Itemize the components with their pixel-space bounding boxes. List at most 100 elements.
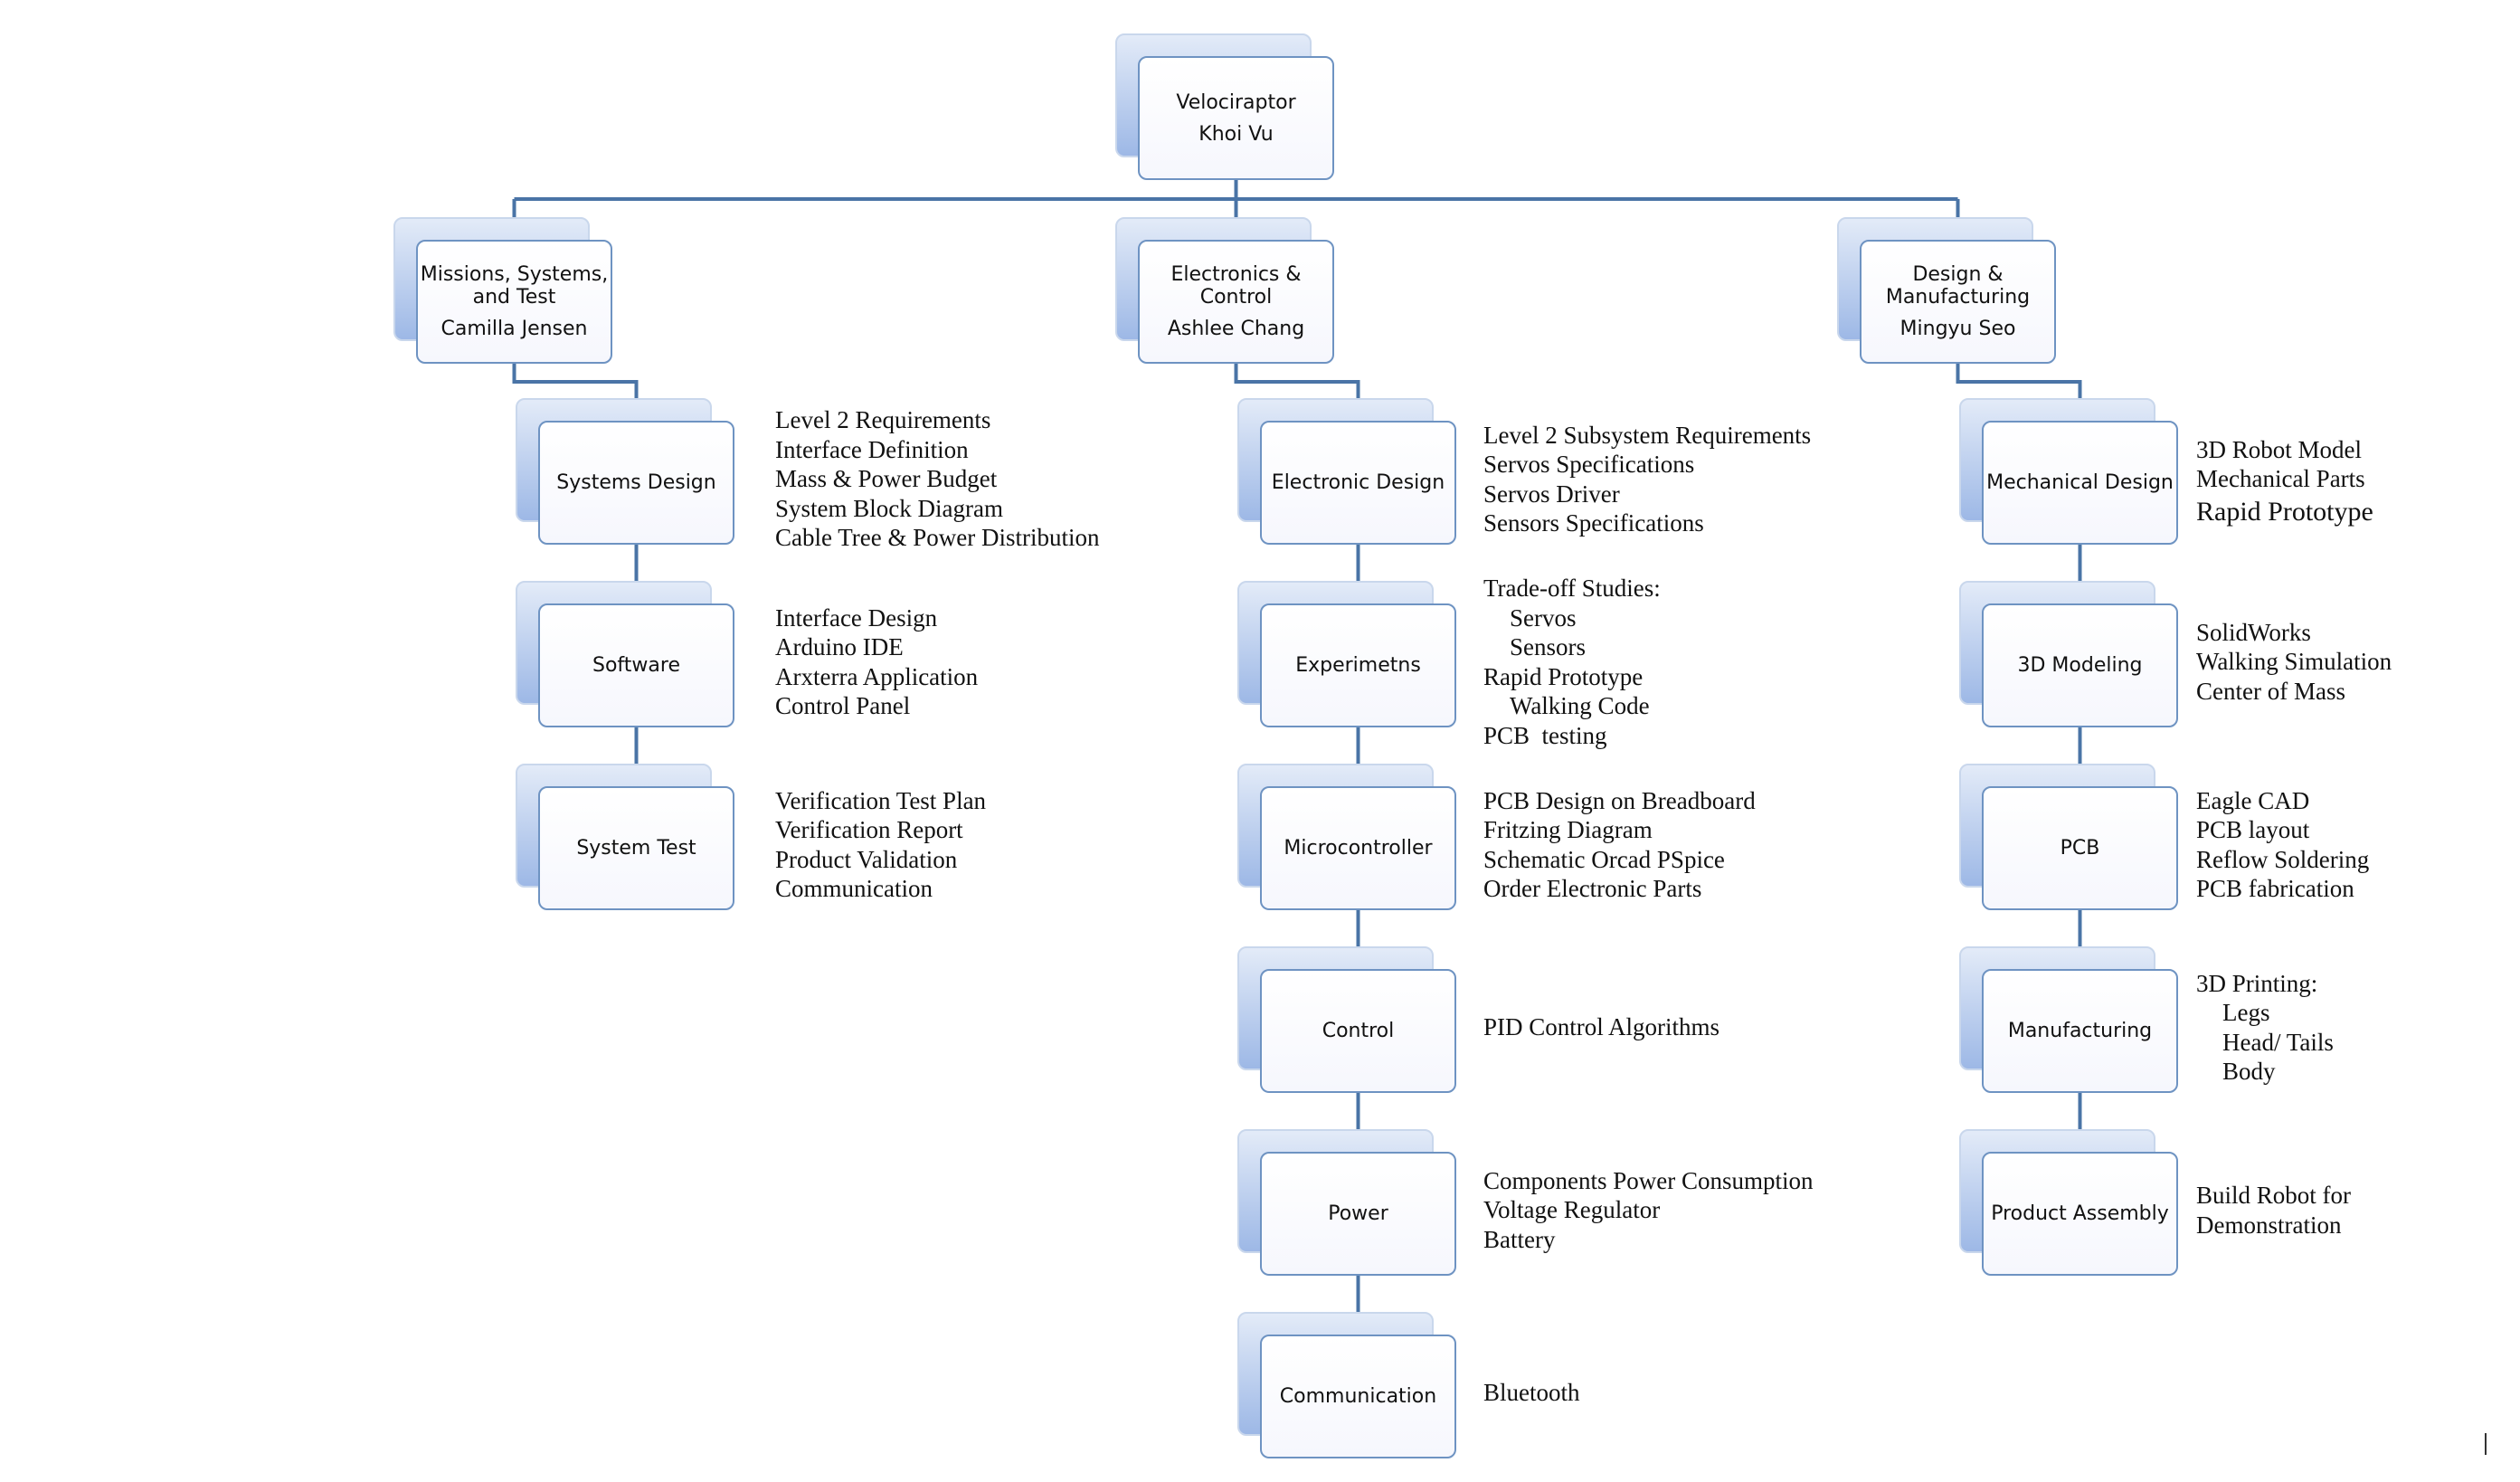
note-item: Sensors — [1510, 633, 1587, 660]
note-item: Product Validation — [775, 845, 958, 873]
note-item: Head/ Tails — [2222, 1028, 2334, 1056]
note-item: SolidWorks — [2196, 618, 2311, 646]
note-item: Battery — [1483, 1225, 1556, 1253]
division-mingyu-seo-title: Design & Manufacturing — [1885, 263, 2031, 309]
root-title: Velociraptor — [1176, 90, 1296, 114]
note-item: Demonstration — [2196, 1211, 2342, 1239]
task-software-card: Software — [538, 603, 734, 727]
task-manufacturing-node: Manufacturing — [1959, 946, 2178, 1093]
note-item: Servos Driver — [1483, 480, 1620, 508]
note-item: Arduino IDE — [775, 633, 904, 660]
note-item: Components Power Consumption — [1483, 1166, 1814, 1194]
task-3d-modeling-card: 3D Modeling — [1982, 603, 2178, 727]
note-item: Body — [2222, 1058, 2276, 1085]
note-item: Rapid Prototype — [2196, 496, 2373, 527]
note-item: Cable Tree & Power Distribution — [775, 524, 1100, 552]
note-item: Sensors Specifications — [1483, 509, 1704, 537]
task-control-title: Control — [1322, 1020, 1395, 1042]
note-item: Rapid Prototype — [1483, 662, 1644, 690]
task-product-assembly-card: Product Assembly — [1982, 1152, 2178, 1276]
task-control-notes: PID Control Algorithms — [1483, 1012, 1719, 1042]
note-item: PCB fabrication — [2196, 875, 2354, 902]
note-item: Control Panel — [775, 692, 911, 719]
note-item: Center of Mass — [2196, 677, 2345, 705]
task-product-assembly-title: Product Assembly — [1991, 1202, 2169, 1225]
note-item: Arxterra Application — [775, 662, 979, 690]
task-experimetns-title: Experimetns — [1295, 654, 1421, 677]
task-pcb-card: PCB — [1982, 786, 2178, 910]
task-electronic-design-node: Electronic Design — [1237, 398, 1456, 545]
task-experimetns-card: Experimetns — [1260, 603, 1456, 727]
task-software-title: Software — [592, 654, 680, 677]
note-item: Fritzing Diagram — [1483, 816, 1653, 843]
task-mechanical-design-card: Mechanical Design — [1982, 421, 2178, 545]
note-item: Verification Report — [775, 816, 963, 843]
note-item: PID Control Algorithms — [1483, 1013, 1720, 1041]
note-item: Servos — [1510, 603, 1577, 632]
task-microcontroller-card: Microcontroller — [1260, 786, 1456, 910]
task-system-test-card: System Test — [538, 786, 734, 910]
task-pcb-node: PCB — [1959, 764, 2178, 910]
task-power-title: Power — [1328, 1202, 1388, 1225]
task-systems-design-title: Systems Design — [556, 471, 716, 494]
task-communication-node: Communication — [1237, 1312, 1456, 1458]
note-item: Mass & Power Budget — [775, 465, 998, 493]
note-item: PCB testing — [1483, 721, 1607, 749]
division-camilla-jensen-title: Missions, Systems, and Test — [420, 263, 609, 309]
note-item: Build Robot for — [2196, 1182, 2352, 1209]
division-camilla-jensen-lead: Camilla Jensen — [441, 318, 588, 340]
division-ashlee-chang-title: Electronics & Control — [1170, 263, 1302, 309]
note-item: Reflow Soldering — [2196, 845, 2370, 873]
note-item: Walking Simulation — [2196, 648, 2392, 676]
task-software-node: Software — [516, 581, 734, 727]
note-item: Walking Code — [1510, 692, 1650, 719]
task-power-card: Power — [1260, 1152, 1456, 1276]
note-item: Mechanical Parts — [2196, 465, 2365, 493]
note-item: PCB Design on Breadboard — [1483, 786, 1756, 814]
note-item: System Block Diagram — [775, 494, 1003, 522]
note-item: Legs — [2222, 999, 2270, 1026]
note-item: Level 2 Subsystem Requirements — [1483, 421, 1812, 449]
task-mechanical-design-title: Mechanical Design — [1986, 471, 2174, 494]
task-microcontroller-title: Microcontroller — [1284, 837, 1433, 860]
note-item: Eagle CAD — [2196, 786, 2310, 814]
note-item: Verification Test Plan — [775, 786, 987, 814]
task-control-node: Control — [1237, 946, 1456, 1093]
note-item: Trade-off Studies: — [1483, 575, 1661, 602]
task-electronic-design-title: Electronic Design — [1271, 471, 1445, 494]
task-pcb-title: PCB — [2060, 837, 2100, 860]
note-item: Voltage Regulator — [1483, 1196, 1661, 1224]
task-communication-title: Communication — [1279, 1385, 1437, 1408]
note-item: Interface Design — [775, 603, 938, 632]
note-item: Order Electronic Parts — [1483, 875, 1702, 902]
task-manufacturing-card: Manufacturing — [1982, 969, 2178, 1093]
task-microcontroller-node: Microcontroller — [1237, 764, 1456, 910]
task-3d-modeling-title: 3D Modeling — [2017, 654, 2143, 677]
task-systems-design-card: Systems Design — [538, 421, 734, 545]
task-power-node: Power — [1237, 1129, 1456, 1276]
note-item: Interface Definition — [775, 435, 969, 463]
note-item: 3D Printing: — [2196, 969, 2318, 997]
root-lead: Khoi Vu — [1198, 122, 1274, 146]
note-item: Schematic Orcad PSpice — [1483, 845, 1725, 873]
task-experimetns-node: Experimetns — [1237, 581, 1456, 727]
task-system-test-node: System Test — [516, 764, 734, 910]
division-mingyu-seo-lead: Mingyu Seo — [1899, 318, 2016, 340]
task-manufacturing-title: Manufacturing — [2007, 1020, 2153, 1042]
task-system-test-title: System Test — [576, 837, 696, 860]
